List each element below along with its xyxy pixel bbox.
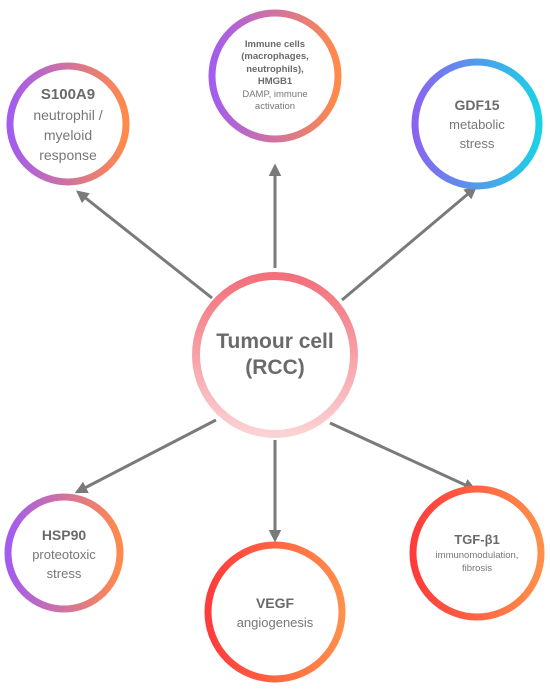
arrow-to-tgfb1 (329, 421, 477, 491)
s100a9-node-ring (6, 62, 130, 186)
tgfb1-node-ring (409, 485, 545, 621)
arrow-to-gdf15 (341, 186, 477, 302)
gdf15-node-ring (411, 58, 543, 190)
arrow-to-hsp90 (74, 418, 217, 494)
vegf-node-ring (204, 541, 346, 683)
center-node-ring (192, 272, 358, 438)
arrow-to-s100a9 (76, 190, 213, 300)
immune-node-ring (208, 9, 342, 143)
hsp90-node-ring (4, 493, 124, 613)
